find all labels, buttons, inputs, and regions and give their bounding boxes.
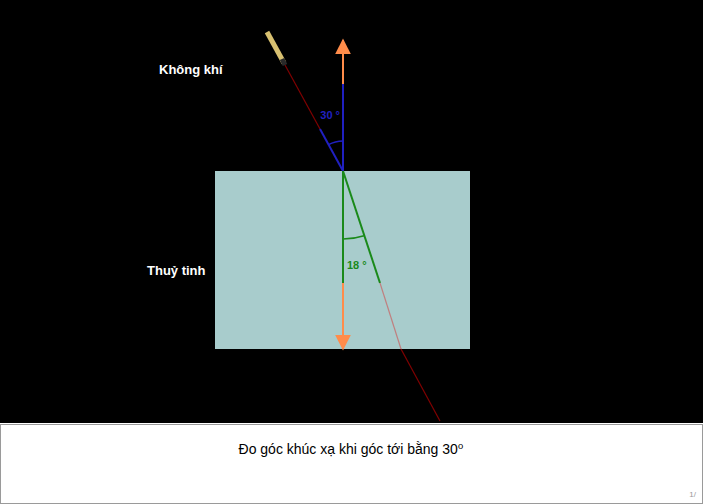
medium-label: Thuỷ tinh (146, 264, 207, 278)
light-source (267, 32, 284, 63)
angle-label: 30 ° (319, 109, 341, 121)
angle-label: 18 ° (346, 259, 368, 271)
normal-arrow-down (342, 283, 344, 349)
incidence-angle-arc (329, 141, 344, 145)
page-number: 1/ (688, 491, 697, 500)
emergent-ray (401, 349, 440, 421)
caption-panel (1, 425, 703, 504)
refracted-ray-measured (343, 171, 380, 283)
normal-glass-segment (342, 171, 344, 283)
black-background (0, 0, 703, 423)
refracted-ray (380, 283, 401, 349)
normal-arrow-up (342, 40, 344, 84)
refraction-angle-arc (343, 236, 364, 239)
caption: Đo góc khúc xạ khi góc tới bằng 30⁰ (239, 442, 464, 457)
light-source-tip (282, 59, 285, 65)
incident-ray (285, 65, 320, 129)
normal-air-segment (342, 84, 344, 171)
glass-block (215, 171, 470, 349)
incident-ray-measured (320, 129, 343, 171)
medium-label: Không khí (158, 63, 224, 77)
